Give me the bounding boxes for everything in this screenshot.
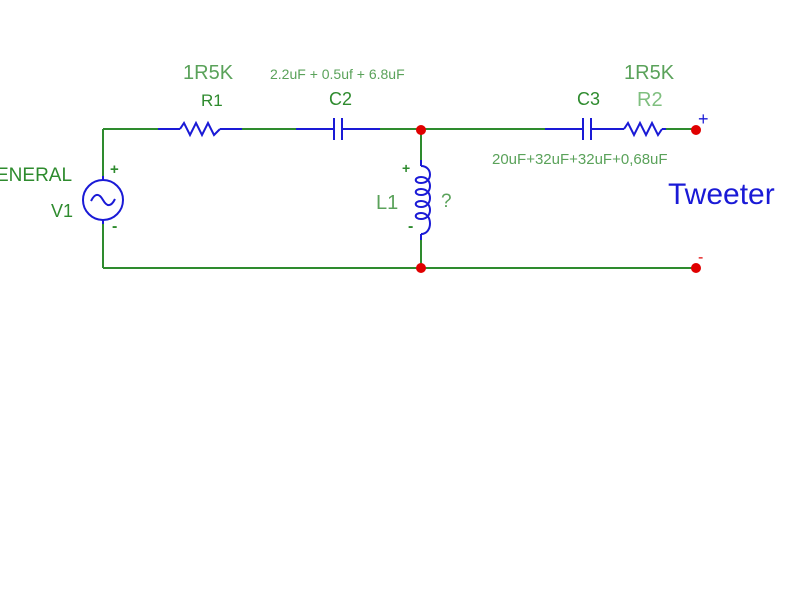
tweeter-label: Tweeter — [668, 178, 775, 211]
r1-value-label: 1R5K — [183, 62, 234, 84]
source-ref-label: V1 — [51, 201, 74, 221]
nodes — [416, 125, 701, 273]
ac-source-icon — [82, 179, 124, 221]
r2-ref-label: R2 — [637, 89, 663, 111]
source-minus-sign: - — [112, 218, 118, 235]
c3-value-label: 20uF+32uF+32uF+0,68uF — [492, 151, 668, 168]
junction-node-top — [416, 125, 426, 135]
output-terminal-minus[interactable] — [691, 263, 701, 273]
r1-ref-label: R1 — [201, 91, 223, 110]
resistor-icon — [623, 120, 663, 138]
l1-plus-sign: + — [402, 160, 411, 176]
component-leads — [102, 128, 666, 240]
l1-ref-label: L1 — [376, 192, 399, 214]
capacitor-icon — [582, 118, 592, 140]
resistor-icon — [179, 120, 221, 138]
output-plus-sign: + — [698, 109, 709, 129]
c3-ref-label: C3 — [577, 89, 601, 109]
capacitor-icon — [333, 118, 343, 140]
r2-value-label: 1R5K — [624, 62, 675, 84]
c2-ref-label: C2 — [329, 89, 353, 109]
c2-value-label: 2.2uF + 0.5uf + 6.8uF — [270, 66, 405, 82]
output-terminal-plus[interactable] — [691, 125, 701, 135]
output-minus-sign: - — [698, 249, 704, 266]
junction-node-bottom — [416, 263, 426, 273]
l1-value-label: ? — [441, 191, 452, 212]
wires — [102, 128, 696, 269]
source-type-label: ENERAL — [0, 165, 73, 186]
inductor-icon — [414, 165, 431, 235]
l1-minus-sign: - — [408, 218, 414, 235]
source-plus-sign: + — [110, 161, 119, 178]
